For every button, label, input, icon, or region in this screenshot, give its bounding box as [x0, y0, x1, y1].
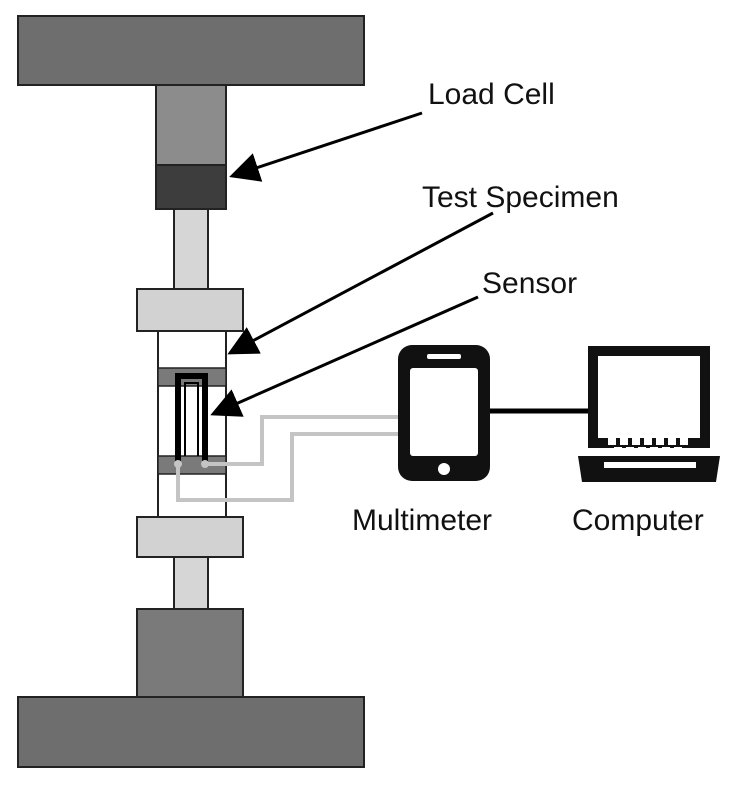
sensor-strip-inner — [184, 382, 199, 456]
multimeter-icon — [398, 345, 490, 481]
upper-rod — [173, 208, 209, 290]
sensor-terminal-2 — [201, 460, 209, 468]
sensor-arrow — [210, 295, 479, 417]
test-specimen — [157, 330, 227, 518]
lower-block — [136, 608, 244, 698]
sensor-strip — [175, 373, 208, 462]
upper-grip — [136, 288, 244, 332]
base-plate — [17, 696, 365, 768]
sensor-wire-1 — [176, 432, 398, 502]
top-crosshead — [17, 15, 365, 86]
sensor-label: Sensor — [482, 267, 577, 300]
lower-rod — [173, 556, 209, 610]
load-cell-arrow — [229, 111, 423, 182]
load-cell-body — [155, 84, 227, 166]
lower-grip — [136, 516, 244, 558]
load-cell-label: Load Cell — [428, 78, 555, 111]
multimeter-label: Multimeter — [352, 504, 492, 537]
computer-label: Computer — [572, 504, 704, 537]
sensor-terminal-1 — [174, 460, 182, 468]
test-specimen-arrow — [227, 211, 494, 355]
load-cell — [155, 164, 227, 210]
test-specimen-label: Test Specimen — [422, 181, 619, 214]
sensor-wire-2 — [205, 415, 398, 466]
laptop-icon — [578, 346, 720, 482]
